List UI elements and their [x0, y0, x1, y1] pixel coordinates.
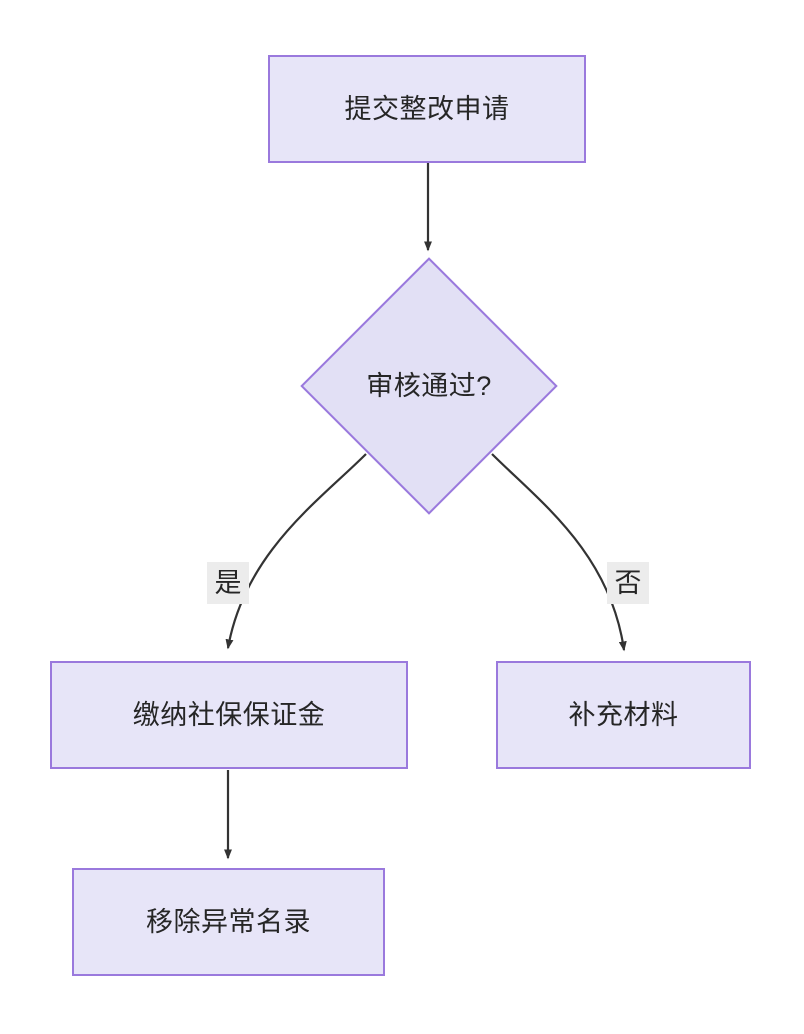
- edge-label-text: 否: [614, 567, 642, 598]
- node-label: 补充材料: [568, 699, 679, 730]
- node-label: 缴纳社保保证金: [132, 699, 326, 730]
- edge-review-no-to-supplement: [491, 453, 627, 652]
- edge-label-text: 是: [214, 567, 242, 598]
- edge-label-no: 否: [607, 562, 649, 604]
- node-label: 提交整改申请: [344, 93, 510, 124]
- node-supplement-materials[interactable]: 补充材料: [496, 661, 751, 769]
- edge-review-yes-to-deposit: [225, 453, 367, 650]
- node-label: 移除异常名录: [146, 906, 311, 937]
- node-remove-from-abnormal-list[interactable]: 移除异常名录: [72, 868, 385, 976]
- edge-label-yes: 是: [207, 562, 249, 604]
- node-submit-rectification-application[interactable]: 提交整改申请: [268, 55, 586, 163]
- node-pay-social-security-deposit[interactable]: 缴纳社保保证金: [50, 661, 408, 769]
- node-label: 审核通过?: [366, 370, 492, 401]
- node-review-passed-label: 审核通过?: [300, 357, 558, 415]
